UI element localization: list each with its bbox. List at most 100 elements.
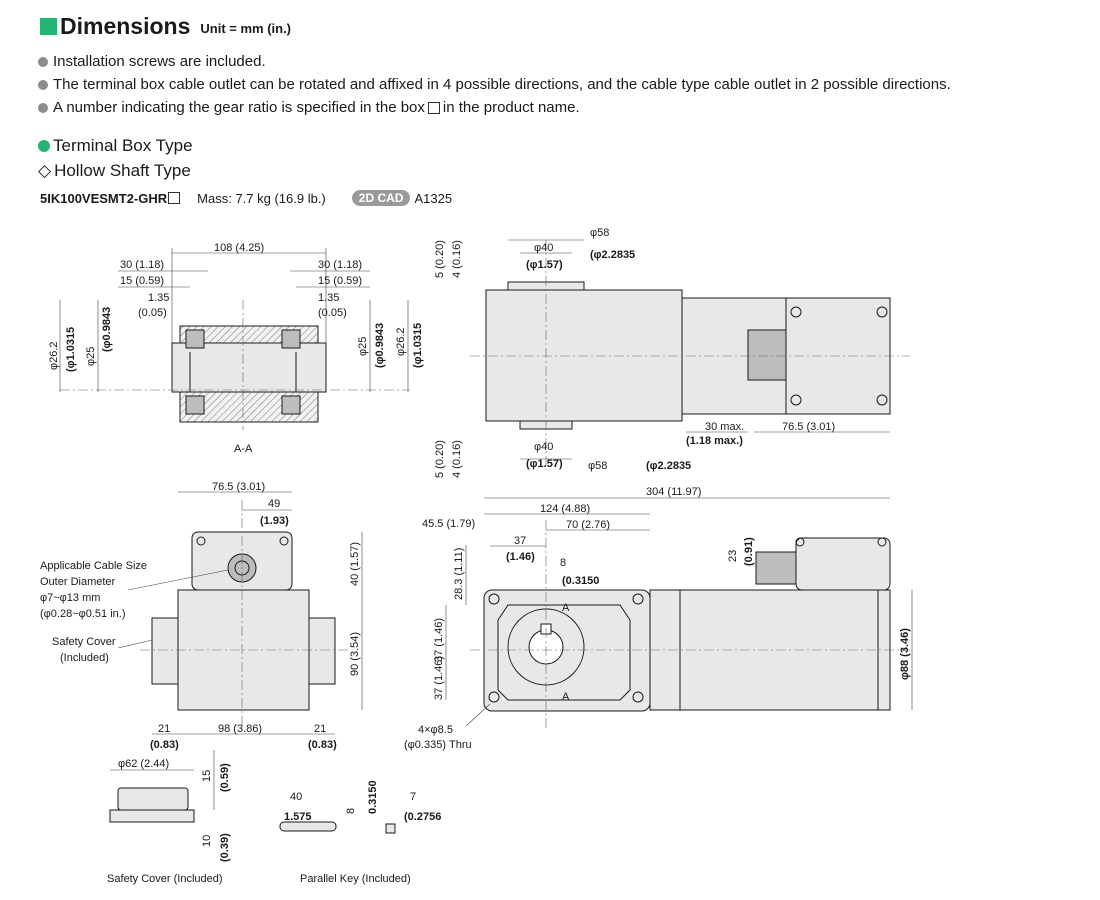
key-side xyxy=(279,821,337,832)
bullet-icon xyxy=(38,102,48,113)
dim-top-d4: 4 (0.16) xyxy=(451,240,463,278)
cad-badge[interactable]: 2D CAD xyxy=(351,190,411,206)
dim-end-w21l-in: (0.83) xyxy=(150,739,179,751)
top-gearhead xyxy=(485,289,683,422)
dim-aa-shaft-right: φ25 xyxy=(357,337,369,356)
box-icon xyxy=(168,192,181,204)
page-title: Dimensions xyxy=(60,13,191,39)
dim-aa-gap-left: 1.35 xyxy=(148,292,169,304)
sec-a-top: A xyxy=(562,602,570,614)
dim-key-h8-in: 0.3150 xyxy=(367,780,379,814)
dim-cover-h10: 10 xyxy=(201,835,213,847)
note-item: The terminal box cable outlet can be rot… xyxy=(38,73,951,96)
dim-cover-d62: φ62 (2.44) xyxy=(118,758,169,770)
section-subtype: ◇ Hollow Shaft Type xyxy=(38,161,191,180)
key-caption: Parallel Key (Included) xyxy=(300,873,411,885)
aa-bearing-bl xyxy=(185,395,205,415)
end-cover-left xyxy=(151,617,179,685)
end-view: 76.5 (3.01) 49 (1.93) Applicable Cable S… xyxy=(40,481,363,751)
dim-end-w49: 49 xyxy=(268,498,280,510)
dim-top-phi40: φ40 xyxy=(534,242,553,254)
dim-key-l40: 40 xyxy=(290,791,302,803)
dim-side-d88: φ88 (3.46) xyxy=(899,628,911,680)
dim-top-phi58-in: (φ2.2835 xyxy=(590,249,635,261)
dim-cover-h15-in: (0.59) xyxy=(219,763,231,792)
safety-cover-view: φ62 (2.44) 15 (0.59) 10 (0.39) Safety Co… xyxy=(107,750,231,885)
product-mass: Mass: 7.7 kg (16.9 lb.) xyxy=(197,190,326,206)
notes-list: Installation screws are included. The te… xyxy=(38,50,951,119)
top-cable-gland xyxy=(747,329,787,381)
dim-side-l37: 37 xyxy=(514,535,526,547)
dim-end-w21r: 21 xyxy=(314,723,326,735)
cable-label-4: (φ0.28~φ0.51 in.) xyxy=(40,608,126,620)
dim-top-bot-phi40: φ40 xyxy=(534,441,553,453)
dim-aa-bore-right: φ26.2 xyxy=(395,327,407,356)
dim-top-phi58: φ58 xyxy=(590,227,609,239)
dim-aa-shaft-right-in: (φ0.9843 xyxy=(374,323,386,368)
dim-cover-h15: 15 xyxy=(201,770,213,782)
dim-aa-length: 108 (4.25) xyxy=(214,242,264,254)
dim-top-phi40-in: (φ1.57) xyxy=(526,259,563,271)
dim-side-l304: 304 (11.97) xyxy=(646,486,701,498)
dim-top-bot-phi40-in: (φ1.57) xyxy=(526,458,563,470)
side-view: A A 304 (11.97) 124 (4.88) 45.5 (1.79) 7… xyxy=(404,486,913,751)
bullet-icon xyxy=(38,56,48,67)
dim-top-max30: 30 max. xyxy=(705,421,744,433)
dim-end-w21l: 21 xyxy=(158,723,170,735)
end-cover-right xyxy=(308,617,336,685)
cable-label-3: φ7~φ13 mm xyxy=(40,592,100,604)
dim-aa-bore-left: φ26.2 xyxy=(48,341,60,370)
aa-bearing-tr xyxy=(281,329,301,349)
dim-side-k8-in: (0.3150 xyxy=(562,575,599,587)
cable-label-1: Applicable Cable Size xyxy=(40,560,147,572)
cover-label-2: (Included) xyxy=(60,652,109,664)
dim-end-w98: 98 (3.86) xyxy=(218,723,262,735)
aa-label: A-A xyxy=(234,443,253,455)
dim-side-l455: 45.5 (1.79) xyxy=(422,518,475,530)
parallel-key-view: 40 1.575 8 0.3150 7 (0.2756 Parallel Key… xyxy=(279,780,441,885)
cad-code[interactable]: A1325 xyxy=(414,190,453,206)
dim-top-max30-in: (1.18 max.) xyxy=(686,435,743,447)
side-cable-gland xyxy=(755,551,797,585)
dim-top-d5: 5 (0.20) xyxy=(434,240,446,278)
note-item: Installation screws are included. xyxy=(38,50,951,73)
note-item: A number indicating the gear ratio is sp… xyxy=(38,96,951,119)
dim-top-bot-d4: 4 (0.16) xyxy=(451,440,463,478)
dim-aa-shaft-left: φ25 xyxy=(85,347,97,366)
dim-top-bot-d5: 5 (0.20) xyxy=(434,440,446,478)
dim-top-w765: 76.5 (3.01) xyxy=(782,421,835,433)
dim-end-w49-in: (1.93) xyxy=(260,515,289,527)
dim-end-h40: 40 (1.57) xyxy=(349,542,361,586)
dimensions-header: Dimensions Unit = mm (in.) xyxy=(40,10,291,40)
dim-side-h283: 28.3 (1.11) xyxy=(453,548,465,600)
dim-top-bot-phi58-in: (φ2.2835 xyxy=(646,460,691,472)
dim-side-l124: 124 (4.88) xyxy=(540,503,590,515)
dim-aa-key-left: 15 (0.59) xyxy=(120,275,164,287)
dim-side-holes-in: (φ0.335) Thru xyxy=(404,739,472,751)
dim-aa-bore-right-in: (φ1.0315 xyxy=(412,323,424,368)
header-square-icon xyxy=(40,18,57,35)
dim-side-h23-in: (0.91) xyxy=(743,537,755,566)
dim-key-l40-in: 1.575 xyxy=(284,811,312,823)
aa-bearing-br xyxy=(281,395,301,415)
side-terminal-box xyxy=(795,537,891,591)
dim-key-w7-in: (0.2756 xyxy=(404,811,441,823)
diamond-icon: ◇ xyxy=(38,161,52,180)
dim-end-w21r-in: (0.83) xyxy=(308,739,337,751)
dim-side-h37b: 37 (1.46) xyxy=(433,656,445,700)
dim-aa-key-right: 15 (0.59) xyxy=(318,275,362,287)
top-view: φ58 (φ2.2835 φ40 (φ1.57) 5 (0.20) 4 (0.1… xyxy=(434,227,910,478)
section-dot-icon xyxy=(38,140,50,152)
aa-bearing-tl xyxy=(185,329,205,349)
product-line: 5IK100VESMT2-GHR Mass: 7.7 kg (16.9 lb.)… xyxy=(40,190,452,206)
dim-cover-h10-in: (0.39) xyxy=(219,833,231,862)
dim-side-h37a: 37 (1.46) xyxy=(433,618,445,662)
aa-hollow-shaft xyxy=(171,342,327,393)
product-name: 5IK100VESMT2-GHR xyxy=(40,190,168,206)
dim-end-h90: 90 (3.54) xyxy=(349,632,361,676)
section-type: Terminal Box Type xyxy=(38,136,193,156)
section-aa-view: 108 (4.25) 30 (1.18) 15 (0.59) 1.35 (0.0… xyxy=(48,242,424,455)
dim-key-h8: 8 xyxy=(345,808,357,814)
cover-caption: Safety Cover (Included) xyxy=(107,873,223,885)
cable-label-2: Outer Diameter xyxy=(40,576,116,588)
